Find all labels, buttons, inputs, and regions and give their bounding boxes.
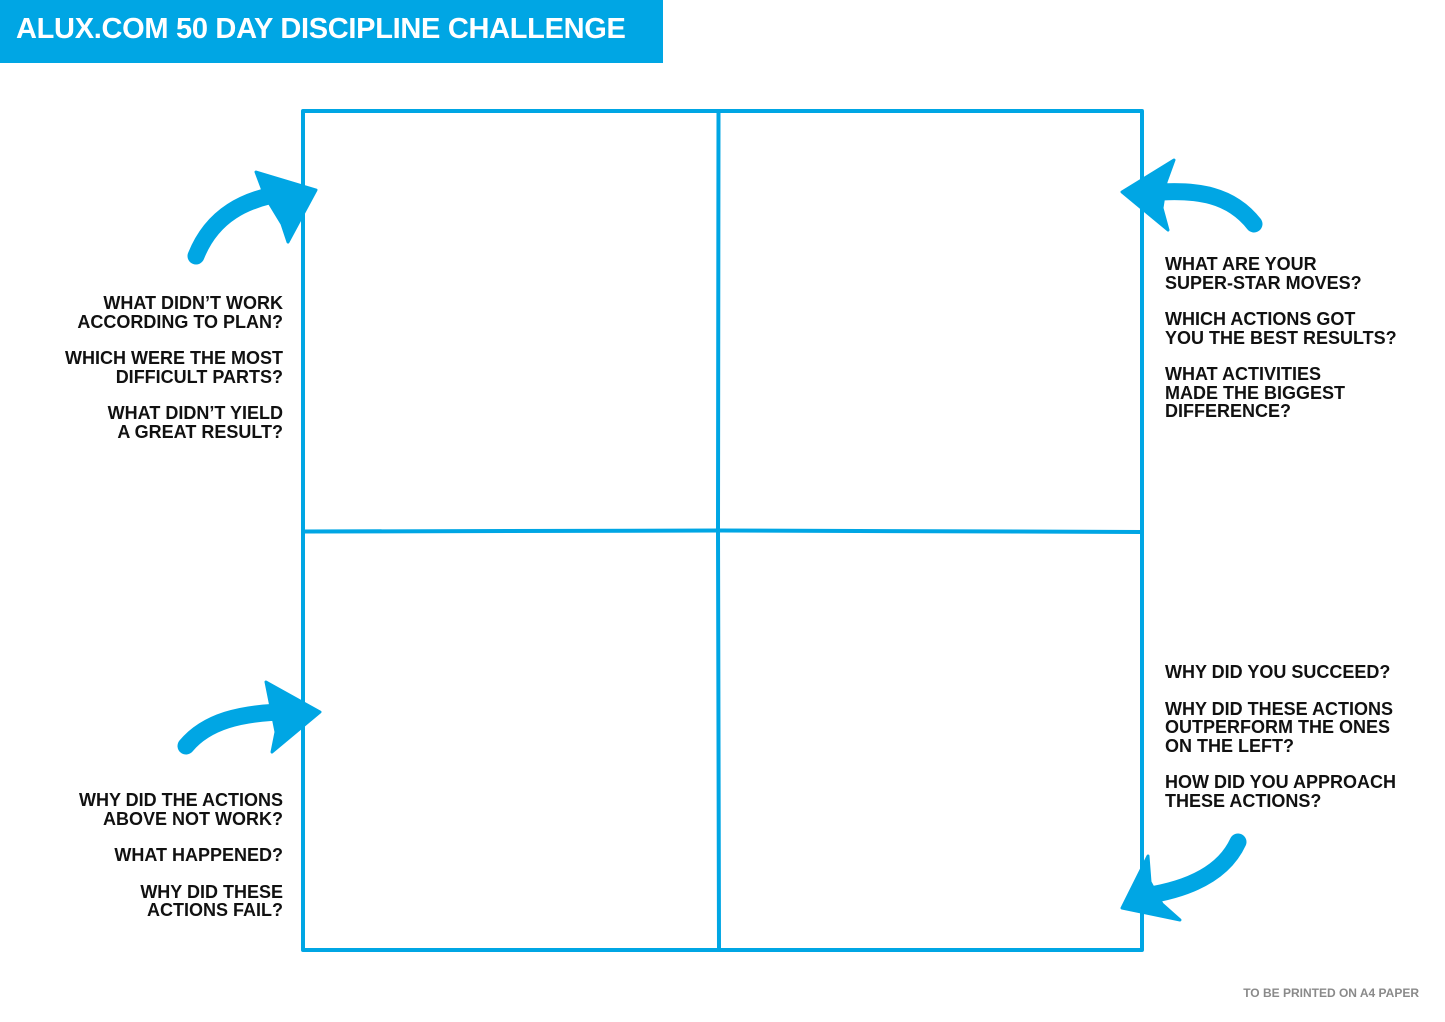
curved-arrow-bottom-right-icon (1120, 833, 1247, 922)
curved-arrow-top-left-icon (187, 170, 318, 265)
question-text: WHY DID THESE ACTIONS OUTPERFORM THE ONE… (1165, 698, 1394, 756)
question-text: WHY DID THE ACTIONS ABOVE NOT WORK? (78, 790, 283, 829)
curved-arrow-top-right-icon (1120, 158, 1263, 233)
questions-bottom-right: WHY DID YOU SUCCEED? WHY DID THESE ACTIO… (1165, 663, 1396, 810)
question-text: WHAT DIDN’T YIELD A GREAT RESULT? (107, 403, 283, 442)
questions-top-right: WHAT ARE YOUR SUPER-STAR MOVES? WHICH AC… (1165, 255, 1397, 421)
question-text: WHY DID THESE ACTIONS FAIL? (140, 881, 283, 920)
question-text: WHICH WERE THE MOST DIFFICULT PARTS? (65, 348, 283, 387)
grid-horizontal-divider (302, 528, 1143, 534)
questions-bottom-left: WHY DID THE ACTIONS ABOVE NOT WORK? WHAT… (79, 791, 283, 920)
print-note: TO BE PRINTED ON A4 PAPER (1243, 986, 1419, 1000)
question-text: WHAT ACTIVITIES MADE THE BIGGEST DIFFERE… (1165, 364, 1346, 421)
questions-top-left: WHAT DIDN’T WORK ACCORDING TO PLAN? WHIC… (65, 294, 283, 441)
question-text: WHAT HAPPENED? (114, 845, 283, 865)
page-title: ALUX.COM 50 DAY DISCIPLINE CHALLENGE (16, 13, 626, 45)
curved-arrow-bottom-left-icon (177, 680, 322, 755)
question-text: HOW DID YOU APPROACH THESE ACTIONS? (1165, 772, 1397, 811)
question-text: WHAT DIDN’T WORK ACCORDING TO PLAN? (77, 293, 283, 332)
quadrant-grid (301, 109, 1144, 952)
question-text: WHY DID YOU SUCCEED? (1165, 662, 1391, 682)
question-text: WHAT ARE YOUR SUPER-STAR MOVES? (1165, 254, 1362, 293)
header-banner: ALUX.COM 50 DAY DISCIPLINE CHALLENGE (0, 0, 663, 63)
question-text: WHICH ACTIONS GOT YOU THE BEST RESULTS? (1165, 309, 1397, 348)
